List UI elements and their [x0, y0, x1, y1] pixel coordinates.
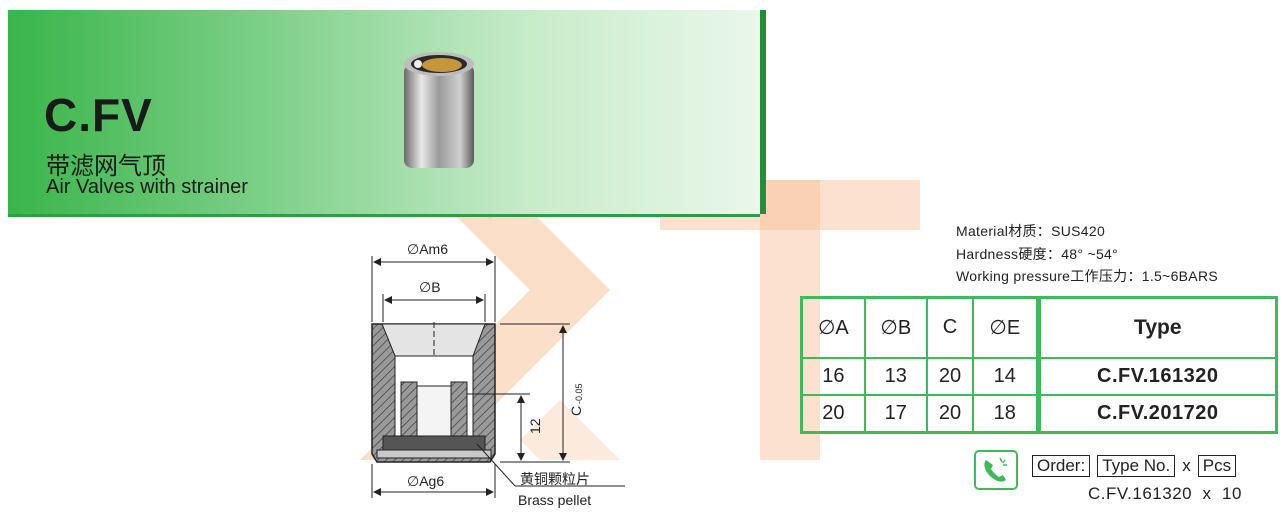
- header-b: ∅B: [863, 296, 928, 359]
- header-a: ∅A: [800, 296, 866, 359]
- spec-table: ∅A ∅B C ∅E Type 16 13 20 14 C.FV.161320 …: [800, 296, 1278, 434]
- technical-drawing: ∅Am6 ∅B C -0.05 12 ∅Ag6: [371, 241, 625, 498]
- header-c: C: [925, 296, 974, 359]
- dim-c-tolerance: -0.05: [574, 383, 584, 404]
- dim-a-label: ∅Am6: [407, 241, 448, 257]
- cell-c: 20: [925, 394, 974, 434]
- phone-icon: [974, 450, 1018, 490]
- spec-pressure: Working pressure工作压力：1.5~6BARS: [956, 268, 1218, 284]
- cell-e: 18: [971, 394, 1040, 434]
- product-name-cn: 带滤网气顶: [46, 152, 166, 180]
- table-row: 20 17 20 18 C.FV.201720: [800, 394, 1278, 434]
- cell-c: 20: [925, 356, 974, 397]
- dim-c-label: C: [568, 406, 584, 416]
- product-code: C.FV: [44, 89, 153, 141]
- header-type: Type: [1035, 296, 1278, 359]
- product-photo: [404, 52, 474, 168]
- cell-b: 13: [863, 356, 928, 397]
- cell-a: 20: [800, 394, 866, 434]
- order-example: C.FV.161320 x 10: [1088, 484, 1242, 503]
- cell-b: 17: [863, 394, 928, 434]
- order-type-no: Type No.: [1097, 455, 1176, 477]
- header-banner: [8, 10, 760, 217]
- specs-block: Material材质：SUS420 Hardness硬度：48° ~54° Wo…: [956, 220, 1218, 288]
- banner-edge: [760, 10, 766, 214]
- dim-12-label: 12: [527, 418, 543, 434]
- dim-ag-label: ∅Ag6: [407, 473, 444, 489]
- cell-e: 14: [971, 356, 1040, 397]
- cell-type: C.FV.201720: [1035, 394, 1278, 434]
- cell-type: C.FV.161320: [1035, 356, 1278, 397]
- product-name-en: Air Valves with strainer: [46, 176, 248, 198]
- table-row: 16 13 20 14 C.FV.161320: [800, 356, 1278, 397]
- dim-b-label: ∅B: [419, 279, 441, 295]
- spec-hardness: Hardness硬度：48° ~54°: [956, 245, 1119, 262]
- table-header-row: ∅A ∅B C ∅E Type: [800, 296, 1278, 359]
- cell-a: 16: [800, 356, 866, 397]
- pellet-label-en: Brass pellet: [518, 492, 592, 508]
- spec-material: Material材质：SUS420: [956, 223, 1106, 239]
- order-line: Order: Type No. x Pcs: [1032, 455, 1237, 477]
- pellet-label-cn: 黄铜颗粒片: [520, 472, 590, 488]
- order-times: x: [1182, 456, 1191, 475]
- order-label: Order:: [1032, 455, 1091, 477]
- header-e: ∅E: [971, 296, 1040, 359]
- order-pcs: Pcs: [1197, 455, 1237, 477]
